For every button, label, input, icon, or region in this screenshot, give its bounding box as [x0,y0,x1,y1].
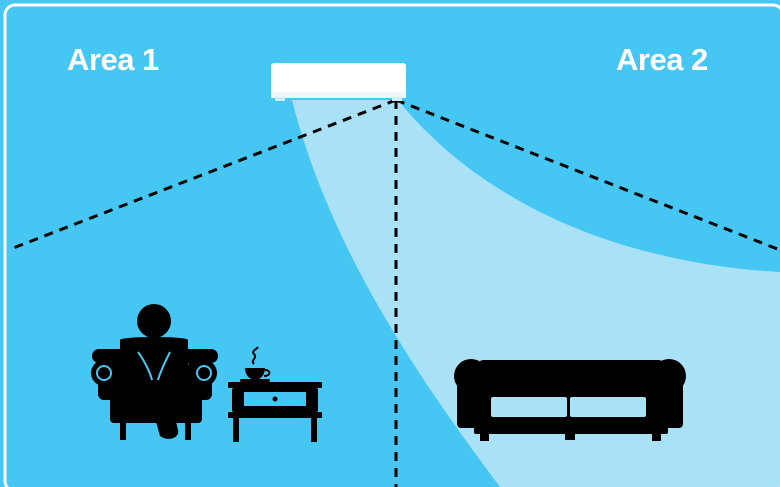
air-conditioner-icon [271,63,406,101]
area-1-label: Area 1 [67,44,159,75]
area-2-label: Area 2 [616,44,708,75]
